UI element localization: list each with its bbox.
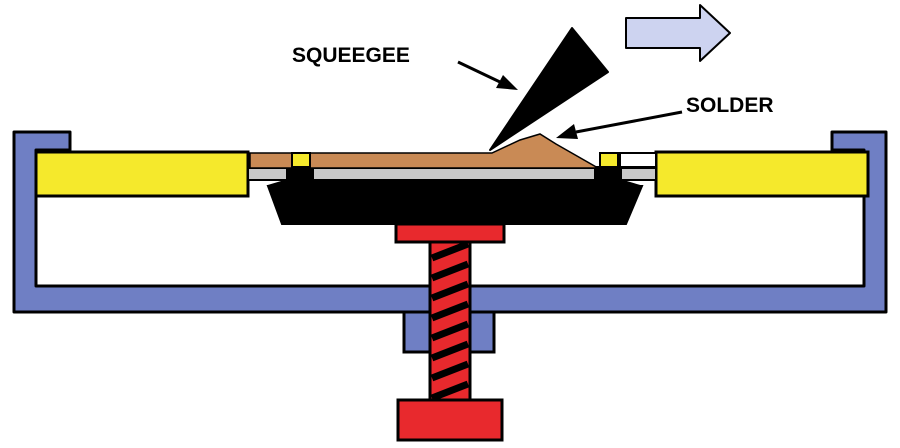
pad-aperture-right: [599, 152, 619, 168]
solder-pointer-line: [575, 110, 683, 134]
pcb-board: [267, 179, 641, 187]
board-carrier: [266, 185, 644, 225]
pad-aperture-right-2: [619, 152, 657, 168]
stencil-frame-right: [654, 150, 870, 198]
screw-threads: [430, 240, 470, 402]
squeegee-pointer-line: [457, 60, 501, 84]
spacer-left: [286, 166, 314, 182]
stencil-foil-left: [247, 167, 289, 181]
squeegee-pointer-arrowhead: [496, 75, 518, 90]
pad-aperture-left: [291, 152, 311, 168]
squeegee-label: SQUEEGEE: [292, 44, 410, 67]
screw-top-plate: [394, 222, 506, 244]
solder-label: SOLDER: [686, 94, 774, 117]
stencil-frame-left: [34, 150, 250, 198]
right-arrow-icon: [625, 4, 731, 62]
squeegee-blade: [489, 27, 609, 151]
solder-pointer-arrowhead: [556, 124, 578, 139]
blue-frame: [12, 130, 888, 314]
stencil-foil-right: [619, 167, 657, 181]
solder-paste-layer: [249, 133, 601, 169]
screw-base-foot: [396, 398, 504, 442]
spacer-right: [594, 166, 622, 182]
stencil-foil-center: [311, 167, 597, 181]
